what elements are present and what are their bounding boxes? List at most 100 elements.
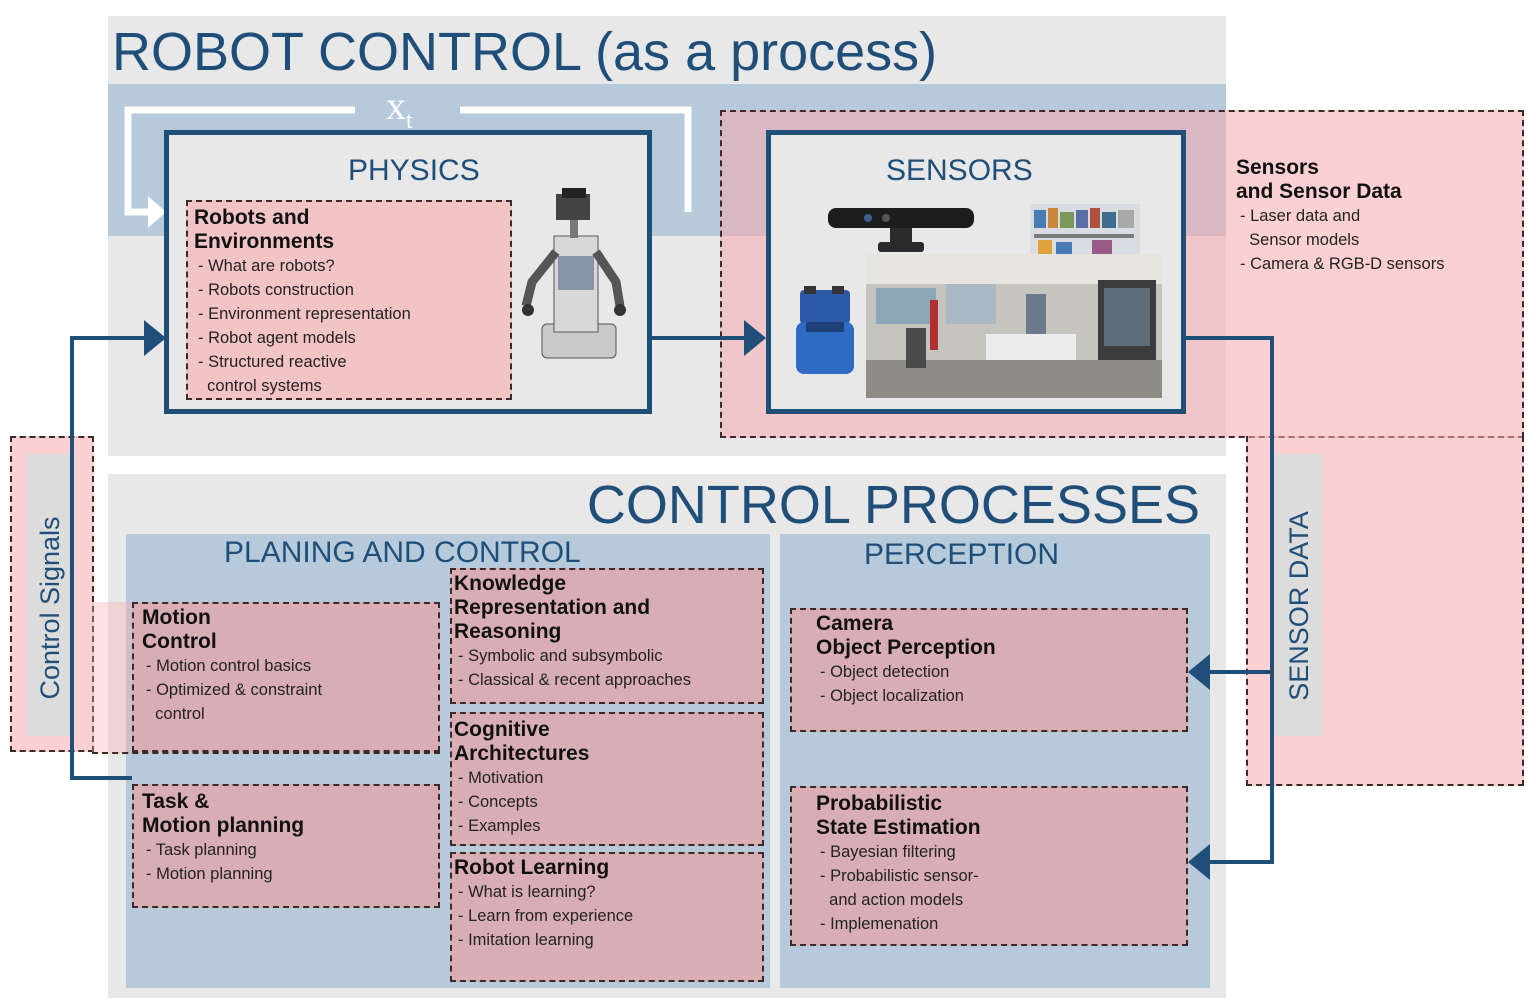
knowledge-items: - Symbolic and subsymbolic - Classical &… xyxy=(458,644,760,692)
probabilistic-state-estimation-title-line: State Estimation xyxy=(816,816,981,839)
list-item: - Environment representation xyxy=(198,305,411,323)
sensor-data-info-title-line: and Sensor Data xyxy=(1236,180,1402,203)
robots-environments-title-line: Environments xyxy=(194,230,335,253)
list-item: - What are robots? xyxy=(198,257,335,275)
list-item: - Motion control basics xyxy=(146,657,312,675)
state-feedback-arrowhead xyxy=(148,196,166,228)
cognitive-architectures-title-line: Cognitive xyxy=(454,718,550,741)
list-item: - Motivation xyxy=(458,769,544,787)
shelf-image xyxy=(1030,204,1140,256)
kinect-sensor-image xyxy=(828,208,974,252)
list-item: control systems xyxy=(198,377,322,395)
physics-heading: PHYSICS xyxy=(348,154,480,187)
control-signals-label-bg xyxy=(26,454,70,736)
list-item: - Structured reactive xyxy=(198,353,347,371)
state-symbol: x xyxy=(386,83,406,128)
robots-environments-box: Robots and Environments - What are robot… xyxy=(186,200,512,400)
lab-room-image xyxy=(866,254,1162,398)
list-item: - Robots construction xyxy=(198,281,354,299)
robots-environments-items: - What are robots? - Robots construction… xyxy=(198,254,504,398)
control-signal-arrowhead xyxy=(144,320,166,356)
perception-heading: PERCEPTION xyxy=(864,538,1060,571)
robot-learning-title-line: Robot Learning xyxy=(454,856,610,879)
sensor-data-info: Sensors and Sensor Data - Laser data and… xyxy=(1236,156,1444,276)
list-item: - Camera & RGB-D sensors xyxy=(1240,255,1445,273)
probabilistic-state-estimation-title: Probabilistic State Estimation xyxy=(816,792,1162,840)
list-item: - Object localization xyxy=(820,687,964,705)
motion-control-box: Motion Control - Motion control basics -… xyxy=(132,602,440,752)
robot-learning-box: Robot Learning - What is learning? - Lea… xyxy=(450,852,764,982)
list-item: - What is learning? xyxy=(458,883,596,901)
list-item: - Concepts xyxy=(458,793,538,811)
list-item: control xyxy=(146,705,205,723)
list-item: - Learn from experience xyxy=(458,907,634,925)
cognitive-architectures-items: - Motivation - Concepts - Examples xyxy=(458,766,760,838)
task-motion-planning-box: Task & Motion planning - Task planning -… xyxy=(132,784,440,908)
sensor-data-label: SENSOR DATA xyxy=(1284,511,1314,701)
probabilistic-state-estimation-items: - Bayesian filtering - Probabilistic sen… xyxy=(820,840,1162,936)
knowledge-title-line: Representation and xyxy=(454,596,651,619)
list-item: - Motion planning xyxy=(146,865,273,883)
sensor-data-arrowhead-probabilistic xyxy=(1188,844,1210,880)
knowledge-box: Knowledge Representation and Reasoning -… xyxy=(450,568,764,704)
list-item: - Imitation learning xyxy=(458,931,594,949)
camera-object-perception-title: Camera Object Perception xyxy=(816,612,1162,660)
knowledge-title-line: Knowledge xyxy=(454,572,567,595)
motion-control-title: Motion Control xyxy=(142,606,430,654)
list-item: - Robot agent models xyxy=(198,329,356,347)
task-motion-planning-title: Task & Motion planning xyxy=(142,790,430,838)
physics-to-sensors-arrowhead xyxy=(744,320,766,356)
laser-scanner-image xyxy=(796,286,854,374)
robot-image xyxy=(521,188,626,359)
camera-object-perception-box: Camera Object Perception - Object detect… xyxy=(790,608,1188,732)
control-signals-label: Control Signals xyxy=(35,516,65,700)
robots-environments-title-line: Robots and xyxy=(194,206,310,229)
list-item: - Probabilistic sensor- xyxy=(820,867,979,885)
cognitive-architectures-title: Cognitive Architectures xyxy=(454,718,760,766)
list-item: - Task planning xyxy=(146,841,257,859)
list-item: - Symbolic and subsymbolic xyxy=(458,647,663,665)
list-item: - Bayesian filtering xyxy=(820,843,956,861)
knowledge-title-line: Reasoning xyxy=(454,620,562,643)
camera-object-perception-items: - Object detection - Object localization xyxy=(820,660,1162,708)
list-item: - Laser data and xyxy=(1240,207,1361,225)
page-title: ROBOT CONTROL (as a process) xyxy=(112,22,938,82)
state-subscript: t xyxy=(406,108,413,134)
planning-heading: PLANING AND CONTROL xyxy=(224,536,581,569)
task-motion-planning-items: - Task planning - Motion planning xyxy=(146,838,430,886)
list-item: and action models xyxy=(820,891,964,909)
robots-environments-title: Robots and Environments xyxy=(194,206,504,254)
list-item: - Object detection xyxy=(820,663,950,681)
task-motion-planning-title-line: Task & xyxy=(142,790,210,813)
motion-control-title-line: Motion xyxy=(142,606,211,629)
list-item: - Classical & recent approaches xyxy=(458,671,691,689)
probabilistic-state-estimation-box: Probabilistic State Estimation - Bayesia… xyxy=(790,786,1188,946)
sensor-data-line xyxy=(1186,336,1274,864)
list-item: Sensor models xyxy=(1240,231,1360,249)
sensor-data-info-title: Sensors and Sensor Data xyxy=(1236,156,1444,204)
control-signal-line xyxy=(70,336,148,780)
state-feedback-line xyxy=(460,106,692,212)
sensor-data-info-title-line: Sensors xyxy=(1236,156,1319,179)
cognitive-architectures-title-line: Architectures xyxy=(454,742,590,765)
cognitive-architectures-box: Cognitive Architectures - Motivation - C… xyxy=(450,712,764,846)
robot-learning-title: Robot Learning xyxy=(454,856,760,880)
state-feedback-line-left xyxy=(124,106,355,216)
state-label: xt xyxy=(386,84,413,143)
motion-control-items: - Motion control basics - Optimized & co… xyxy=(146,654,430,726)
list-item: - Examples xyxy=(458,817,541,835)
sensor-data-arrowhead-camera xyxy=(1188,654,1210,690)
camera-object-perception-title-line: Object Perception xyxy=(816,636,996,659)
camera-object-perception-title-line: Camera xyxy=(816,612,894,635)
probabilistic-state-estimation-title-line: Probabilistic xyxy=(816,792,943,815)
motion-control-title-line: Control xyxy=(142,630,217,653)
task-motion-planning-title-line: Motion planning xyxy=(142,814,305,837)
robot-learning-items: - What is learning? - Learn from experie… xyxy=(458,880,760,952)
sensors-heading: SENSORS xyxy=(886,154,1033,187)
knowledge-title: Knowledge Representation and Reasoning xyxy=(454,572,760,644)
control-processes-heading: CONTROL PROCESSES xyxy=(586,475,1200,535)
list-item: - Implemenation xyxy=(820,915,939,933)
list-item: - Optimized & constraint xyxy=(146,681,323,699)
sensor-data-info-items: - Laser data and Sensor models - Camera … xyxy=(1240,204,1444,276)
